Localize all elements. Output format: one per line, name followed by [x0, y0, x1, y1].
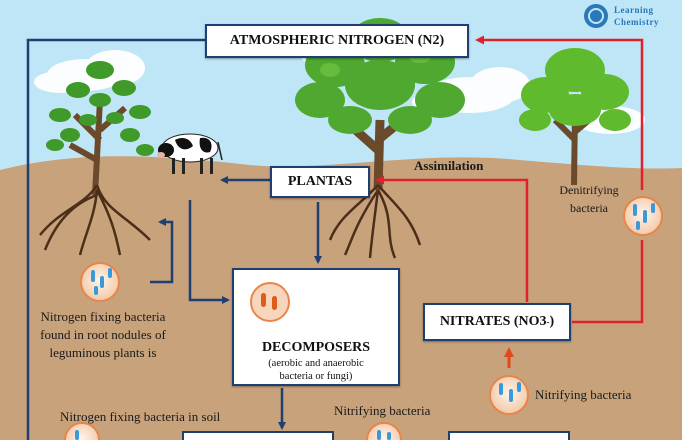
nitrifying-mid-label: Nitrifying bacteria [334, 403, 431, 418]
bacteria-denitrify-icon [623, 196, 663, 236]
plantas-label: PLANTAS [287, 174, 353, 189]
nitrates-box: NITRATES (NO3-) [423, 303, 571, 341]
logo-line-2: Chemistry [614, 17, 659, 27]
nitrates-close: ) [549, 314, 555, 329]
nitrates-label: NITRATES (NO3 [439, 314, 547, 329]
left-tree [39, 61, 154, 256]
atmospheric-nitrogen-label: ATMOSPHERIC NITROGEN (N2) [229, 33, 445, 48]
root-nodule-line-2: found in root nodules of [40, 327, 166, 342]
nitrifying-right-label: Nitrifying bacteria [535, 387, 632, 402]
denitrifying-line-1: Denitrifying [559, 183, 619, 197]
denitrifying-line-2: bacteria [570, 201, 608, 215]
decomposers-box: DECOMPOSERS (aerobic and anaerobic bacte… [232, 268, 400, 386]
soil-fixing-label: Nitrogen fixing bacteria in soil [60, 409, 221, 424]
learning-chemistry-logo-icon [584, 4, 608, 28]
nitrates-superscript: - [546, 317, 550, 327]
cow [157, 133, 223, 174]
bacteria-soil-icon [64, 422, 100, 440]
decomposers-sub-1: (aerobic and anaerobic [268, 358, 364, 369]
assimilation-label: Assimilation [414, 158, 484, 173]
root-nodule-line-3: leguminous plants is [49, 345, 157, 360]
atmospheric-nitrogen-box: ATMOSPHERIC NITROGEN (N2) [205, 24, 469, 58]
bacteria-root-icon [80, 262, 120, 302]
plantas-box: PLANTAS [270, 166, 370, 198]
bottom-box-left [182, 431, 334, 440]
decomposers-title: DECOMPOSERS [261, 340, 371, 355]
decomposer-bacteria-icon [250, 282, 290, 322]
logo-text: Learning Chemistry [614, 4, 659, 28]
blue-connectors [26, 38, 322, 440]
bottom-box-right [448, 431, 570, 440]
right-tree [519, 48, 631, 186]
root-nodule-label: Nitrogen fixing bacteria found in root n… [8, 308, 198, 362]
decomposers-sub-2: bacteria or fungi) [279, 371, 353, 382]
bacteria-nitrify-mid-icon [366, 422, 402, 440]
logo-line-1: Learning [614, 5, 654, 15]
red-connectors [375, 35, 644, 324]
bacteria-nitrify-right-icon [489, 375, 529, 415]
root-nodule-line-1: Nitrogen fixing bacteria [40, 309, 166, 324]
denitrifying-label: Denitrifying bacteria [552, 181, 626, 217]
